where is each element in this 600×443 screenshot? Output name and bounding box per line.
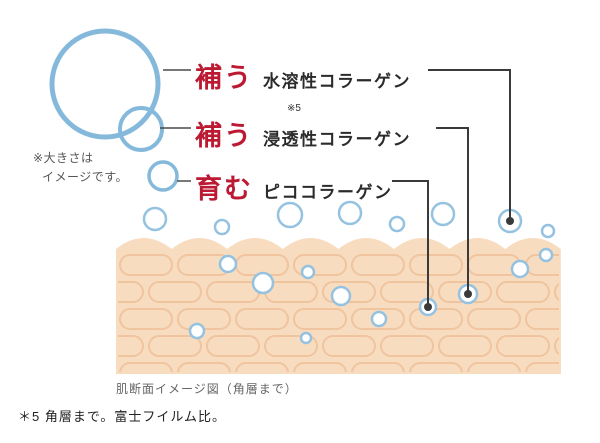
size-note: ※大きさは イメージです。	[33, 149, 128, 186]
label-row-penetrating: 補う 浸透性コラーゲン	[195, 114, 411, 153]
bubble	[142, 206, 168, 232]
skin-caption: 肌断面イメージ図（角層まで）	[116, 382, 298, 396]
bubble	[299, 331, 313, 345]
action-label: 育む	[195, 174, 253, 204]
bubble	[300, 264, 316, 280]
collagen-name: 浸透性コラーゲン	[263, 130, 411, 149]
label-row-pico: 育む ピココラーゲン	[195, 167, 393, 206]
collagen-name: 水溶性コラーゲン	[263, 72, 411, 91]
footnote: ＊5 角層まで。富士フイルム比。	[18, 409, 227, 424]
connector-lines	[392, 69, 511, 307]
dot-penetrating	[464, 290, 472, 298]
collagen-name: ピココラーゲン	[263, 183, 393, 202]
bubble	[337, 200, 363, 226]
connector-pico	[392, 180, 429, 307]
bubble	[538, 247, 554, 263]
bubble	[276, 201, 304, 229]
skin-cells	[118, 253, 559, 372]
small-circle-icon	[147, 160, 179, 192]
action-label: 補う	[195, 63, 253, 93]
leader-lines	[160, 69, 191, 182]
bubble	[430, 201, 456, 227]
collagen-bubbles	[142, 200, 556, 345]
bubble	[510, 259, 530, 279]
bubble	[251, 271, 275, 295]
bubble	[540, 223, 556, 239]
footnote-ref-5: ※5	[287, 103, 301, 114]
label-row-water-soluble: 補う 水溶性コラーゲン	[195, 56, 411, 95]
connector-penetrating	[436, 127, 469, 294]
bubble	[370, 310, 388, 328]
action-label: 補う	[195, 121, 253, 151]
skin-cross-section	[116, 238, 561, 374]
connector-dots	[424, 217, 514, 311]
dot-pico	[424, 303, 432, 311]
bubble	[188, 322, 206, 340]
medium-circle-icon	[118, 106, 164, 152]
dot-water-soluble	[506, 217, 514, 225]
size-circles	[49, 28, 179, 192]
bubble	[218, 254, 238, 274]
large-circle-icon	[49, 28, 161, 140]
size-note-line1: ※大きさは	[33, 151, 94, 165]
connector-water-soluble	[428, 69, 511, 221]
bubble	[388, 215, 406, 233]
bubble	[213, 218, 231, 236]
bubble	[330, 285, 352, 307]
size-note-line2: イメージです。	[42, 169, 129, 184]
